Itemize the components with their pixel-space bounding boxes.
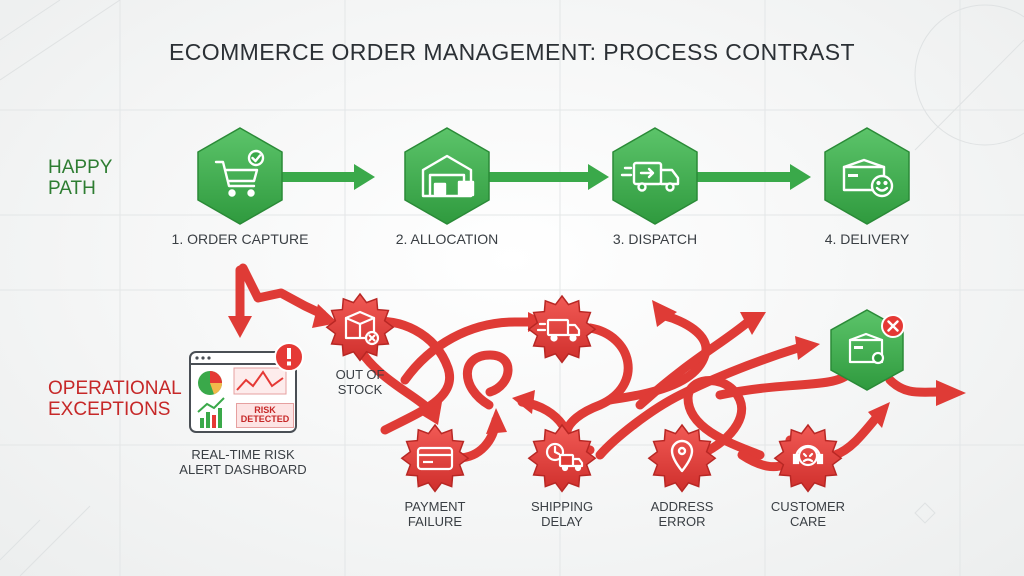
- exception-label-shipping-delay: SHIPPING DELAY: [502, 499, 622, 529]
- step-label-order-capture: 1. ORDER CAPTURE: [171, 231, 309, 247]
- credit-card-icon: [416, 446, 454, 471]
- page-title: ECOMMERCE ORDER MANAGEMENT: PROCESS CONT…: [169, 39, 855, 65]
- badge-line: DETECTED: [240, 414, 290, 425]
- exception-paths: [235, 263, 943, 472]
- badge-line: RISK: [254, 405, 276, 415]
- risk-detected-badge: RISK DETECTED: [236, 403, 294, 428]
- box-smile-icon: [842, 158, 894, 198]
- step-node-1: [197, 127, 283, 225]
- dashboard-label: REAL-TIME RISK ALERT DASHBOARD: [168, 447, 318, 477]
- label-line: DELAY: [541, 513, 583, 529]
- label-line: ADDRESS: [650, 499, 714, 514]
- exception-node-dispatch-delay: [527, 294, 597, 364]
- exception-label-address-error: ADDRESS ERROR: [622, 499, 742, 529]
- box-x-icon: [344, 310, 380, 346]
- exception-node-payment-failure: [400, 423, 470, 493]
- label-line: OUT OF: [335, 367, 385, 382]
- map-pin-icon: [670, 439, 694, 473]
- lane-label-line: OPERATIONAL: [48, 378, 182, 399]
- lane-label-line: EXCEPTIONS: [48, 399, 171, 421]
- cart-check-icon: [214, 149, 265, 197]
- label-line: SHIPPING: [530, 499, 594, 514]
- step-node-4: [824, 127, 910, 225]
- exception-arrowheads: [228, 300, 966, 434]
- exception-node-customer-care: [773, 423, 843, 493]
- label-line: PAYMENT: [404, 499, 466, 514]
- label-line: ERROR: [658, 513, 706, 529]
- label-line: STOCK: [337, 381, 383, 397]
- happy-arrow-1: [282, 164, 375, 190]
- label-line: CARE: [789, 513, 827, 529]
- happy-path-arrows: [282, 164, 811, 190]
- lane-label-operational-exceptions: OPERATIONAL EXCEPTIONS: [48, 378, 182, 421]
- exception-label-out-of-stock: OUT OF STOCK: [300, 367, 420, 397]
- error-badge-icon: [881, 314, 905, 338]
- dispatch-delay-icon: [536, 318, 581, 342]
- step-node-3: [612, 127, 698, 225]
- lane-label-line: PATH: [48, 178, 96, 200]
- box-error-icon: [848, 332, 885, 365]
- exception-node-address-error: [647, 423, 717, 493]
- step-label-dispatch: 3. DISPATCH: [612, 231, 698, 247]
- warehouse-icon: [421, 154, 475, 198]
- alert-icon: [274, 342, 304, 372]
- exception-label-customer-care: CUSTOMER CARE: [748, 499, 868, 529]
- lane-label-happy-path: HAPPY PATH: [48, 157, 112, 200]
- lane-label-line: HAPPY: [48, 157, 113, 178]
- label-line: REAL-TIME RISK: [191, 447, 295, 462]
- step-label-delivery: 4. DELIVERY: [824, 231, 910, 247]
- exception-nodes: [325, 292, 843, 493]
- truck-clock-icon: [545, 442, 584, 472]
- happy-arrow-3: [697, 164, 811, 190]
- step-label-allocation: 2. ALLOCATION: [395, 231, 499, 247]
- label-line: FAILURE: [407, 513, 463, 529]
- label-line: CUSTOMER: [770, 499, 846, 514]
- label-line: ALERT DASHBOARD: [179, 461, 307, 477]
- happy-arrow-2: [488, 164, 609, 190]
- exception-label-payment-failure: PAYMENT FAILURE: [375, 499, 495, 529]
- delivery-truck-icon: [620, 161, 680, 192]
- headset-icon: [792, 444, 824, 467]
